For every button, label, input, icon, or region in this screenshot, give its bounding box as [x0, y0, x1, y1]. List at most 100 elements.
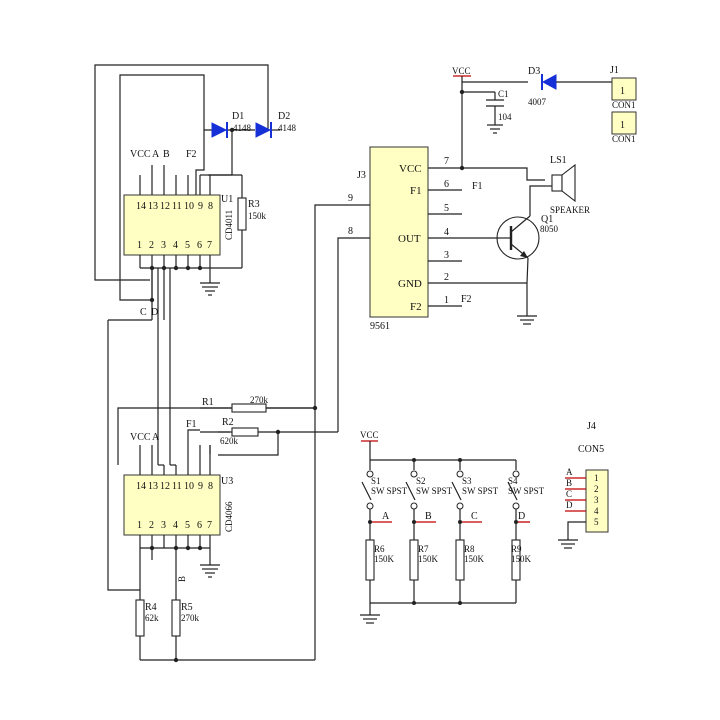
chip-u3 — [107, 204, 370, 663]
chip-j3 — [369, 81, 545, 325]
pin-number: 1 — [444, 295, 449, 306]
r4-value: 62k — [145, 613, 159, 623]
diode-d2 — [255, 122, 272, 138]
pin-number: 5 — [444, 203, 449, 214]
r2-value: 620k — [220, 436, 239, 446]
s3-net: C — [471, 511, 478, 522]
pin-number: 7 — [444, 156, 449, 167]
vcc-label-switches: VCC — [360, 430, 379, 440]
d3-value: 4007 — [528, 97, 547, 107]
pin-number: 11 — [172, 201, 182, 212]
transistor-icon — [495, 215, 540, 284]
pin-number: 9 — [198, 481, 203, 492]
r5-ref: R5 — [181, 602, 193, 613]
u1-b-label: B — [163, 149, 170, 160]
pin-number: 1 — [594, 473, 599, 483]
u3-bottom-pins: 1 2 3 4 5 6 7 — [137, 520, 212, 531]
j4-net-c: C — [566, 489, 572, 499]
pin-number: 2 — [149, 240, 154, 251]
pin-number: 3 — [444, 250, 449, 261]
pin-number: 8 — [348, 226, 353, 237]
q1-part: 8050 — [540, 224, 559, 234]
j4-name: CON5 — [578, 444, 604, 455]
pin-number: 1 — [137, 520, 142, 531]
pin-number: 3 — [161, 520, 166, 531]
q1-ref: Q1 — [541, 214, 553, 225]
s3-type: SW SPST — [462, 486, 499, 496]
pin-number: 4 — [173, 240, 178, 251]
pin-number: 12 — [160, 481, 170, 492]
pin-number: 6 — [197, 240, 202, 251]
u1-part: CD4011 — [224, 210, 234, 240]
connector-j1 — [611, 77, 637, 135]
r3-ref: R3 — [248, 199, 260, 210]
r1-value: 270k — [250, 395, 269, 405]
j3-part: 9561 — [370, 321, 390, 332]
pin-number: 9 — [348, 193, 353, 204]
j1b-name: CON1 — [612, 134, 636, 144]
pin-number: 6 — [444, 179, 449, 190]
u3-part: CD4066 — [224, 501, 234, 532]
diode-d1 — [211, 122, 228, 138]
s2-ref: S2 — [416, 476, 426, 486]
pin-number: 4 — [444, 227, 449, 238]
j1-pin: 1 — [620, 86, 625, 97]
d2-ref: D2 — [278, 111, 290, 122]
j3-gnd-name: GND — [398, 278, 422, 290]
j1-name: CON1 — [612, 100, 636, 110]
d3-ref: D3 — [528, 66, 540, 77]
s2-type: SW SPST — [416, 486, 453, 496]
s3-ref: S3 — [462, 476, 472, 486]
ls1-ref: LS1 — [550, 155, 567, 166]
pin-number: 7 — [207, 240, 212, 251]
r7-ref: R7 — [418, 544, 429, 554]
pin-number: 11 — [172, 481, 182, 492]
u1-vcc-label: VCC — [130, 149, 151, 160]
u1-a-label: A — [152, 149, 160, 160]
j4-ref: J4 — [587, 421, 596, 432]
pin-number: 5 — [594, 517, 599, 527]
pin-number: 6 — [197, 520, 202, 531]
r9-ref: R9 — [511, 544, 522, 554]
u1-f2-label: F2 — [186, 149, 197, 160]
switch-bank — [360, 440, 530, 624]
diode-d3 — [541, 74, 612, 90]
j1b-pin: 1 — [620, 120, 625, 131]
d1-value: 4148 — [233, 123, 252, 133]
u3-vcc-label: VCC — [130, 432, 151, 443]
j3-out-name: OUT — [398, 233, 421, 245]
pin-number: 14 — [136, 481, 146, 492]
pin-number: 3 — [594, 495, 599, 505]
j3-f1-name: F1 — [410, 185, 422, 197]
j4-net-b: B — [566, 478, 572, 488]
speaker-icon — [529, 163, 576, 216]
u3-top-pins: 14 13 12 11 10 9 8 — [136, 481, 213, 492]
pin-number: 4 — [594, 506, 599, 516]
pin-number: 7 — [207, 520, 212, 531]
u3-f1-label: F1 — [186, 419, 197, 430]
pin-number: 5 — [185, 520, 190, 531]
pin-number: 13 — [148, 201, 158, 212]
pin-number: 1 — [137, 240, 142, 251]
pin-number: 10 — [184, 201, 194, 212]
pin-number: 10 — [184, 481, 194, 492]
r9-value: 150K — [511, 554, 532, 564]
pin-number: 2 — [444, 272, 449, 283]
r3-value: 150k — [248, 211, 267, 221]
u1-top-pins: 14 13 12 11 10 9 8 — [136, 201, 213, 212]
s4-net: D — [518, 511, 525, 522]
j3-ref: J3 — [357, 170, 366, 181]
r7-value: 150K — [418, 554, 439, 564]
j3-f1-net: F1 — [472, 181, 483, 192]
j3-vcc-name: VCC — [399, 163, 422, 175]
s1-ref: S1 — [371, 476, 381, 486]
pin-number: 2 — [149, 520, 154, 531]
c1-ref: C1 — [498, 89, 509, 99]
j1-ref: J1 — [610, 65, 619, 76]
s4-ref: S4 — [508, 476, 518, 486]
pin-number: 5 — [185, 240, 190, 251]
s1-net: A — [382, 511, 390, 522]
pin-number: 4 — [173, 520, 178, 531]
net-d-label: D — [151, 307, 158, 318]
